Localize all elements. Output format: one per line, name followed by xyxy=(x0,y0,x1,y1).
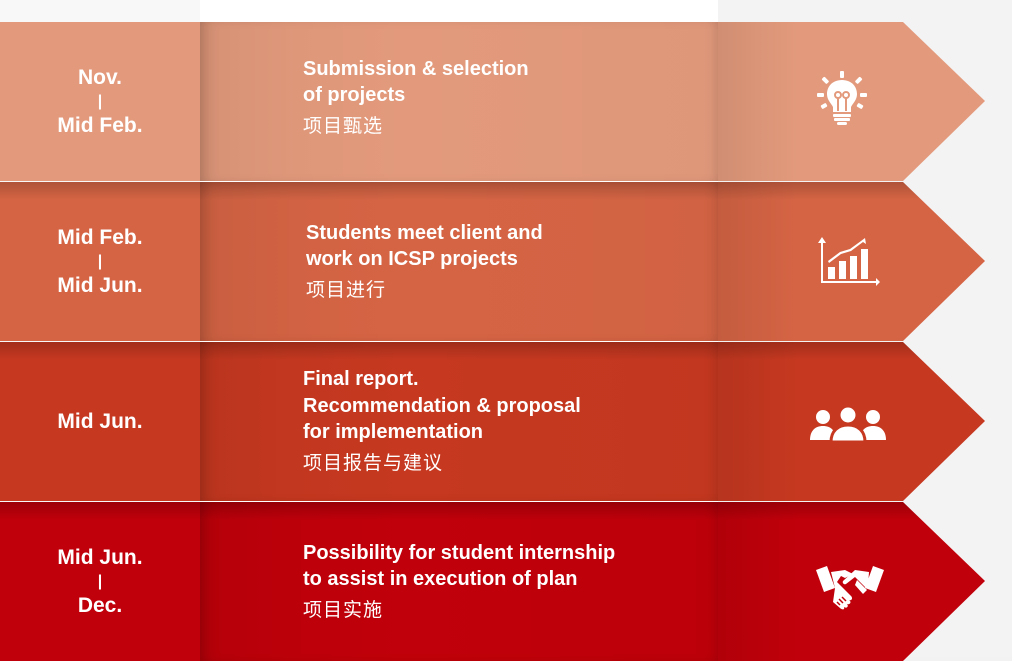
arrow-segment-middle xyxy=(200,182,718,341)
date-start: Mid Feb. xyxy=(57,226,143,250)
stage-description: Final report. Recommendation & proposal … xyxy=(303,342,703,501)
arrow-segment-middle xyxy=(200,342,718,501)
date-separator: | xyxy=(97,92,103,110)
stage-title: Possibility for student internship to as… xyxy=(303,541,616,591)
date-start: Mid Jun. xyxy=(57,546,143,570)
date-end: Mid Jun. xyxy=(57,273,143,297)
arrow-segment-middle xyxy=(200,502,718,661)
handshake-icon xyxy=(815,564,884,610)
timeline-row-final-report: Mid Jun. Final report. Recommendation & … xyxy=(0,342,1012,501)
timeline-row-implementation: Mid Jun. | Dec. Possibility for student … xyxy=(0,502,1012,661)
stage-title: Submission & selection of projects xyxy=(303,57,529,107)
stage-description: Students meet client and work on ICSP pr… xyxy=(306,182,706,341)
arrow-top-shadow xyxy=(0,182,985,200)
stage-title: Students meet client and work on ICSP pr… xyxy=(306,221,543,271)
stage-subtitle-chinese: 项目实施 xyxy=(303,599,384,621)
date-range: Nov. | Mid Feb. xyxy=(0,22,200,181)
stage-subtitle-chinese: 项目甄选 xyxy=(303,115,384,137)
date-range: Mid Jun. xyxy=(0,342,200,501)
stage-description: Submission & selection of projects 项目甄选 xyxy=(303,18,703,177)
bar-chart-icon xyxy=(816,237,880,286)
date-range: Mid Feb. | Mid Jun. xyxy=(0,182,200,341)
date-range: Mid Jun. | Dec. xyxy=(0,502,200,661)
date-start: Nov. xyxy=(78,66,122,90)
arrow-top-shadow xyxy=(0,342,985,360)
lightbulb-icon xyxy=(810,68,874,125)
timeline-row-submission: Nov. | Mid Feb. Submission & selection o… xyxy=(0,22,1012,181)
date-end: Dec. xyxy=(77,593,123,617)
group-icon xyxy=(806,404,890,448)
arrow-top-shadow xyxy=(0,502,985,520)
date-separator: | xyxy=(97,572,103,590)
stage-title: Final report. Recommendation & proposal … xyxy=(303,368,581,444)
stage-subtitle-chinese: 项目报告与建议 xyxy=(303,453,444,475)
stage-description: Possibility for student internship to as… xyxy=(303,502,703,661)
date-end: Mid Feb. xyxy=(57,113,143,137)
arrow-segment-middle xyxy=(200,22,718,181)
date-start: Mid Jun. xyxy=(57,409,143,433)
timeline-row-project-work: Mid Feb. | Mid Jun. Students meet client… xyxy=(0,182,1012,341)
project-timeline: Nov. | Mid Feb. Submission & selection o… xyxy=(0,22,1012,661)
stage-subtitle-chinese: 项目进行 xyxy=(306,279,387,301)
date-separator: | xyxy=(97,252,103,270)
